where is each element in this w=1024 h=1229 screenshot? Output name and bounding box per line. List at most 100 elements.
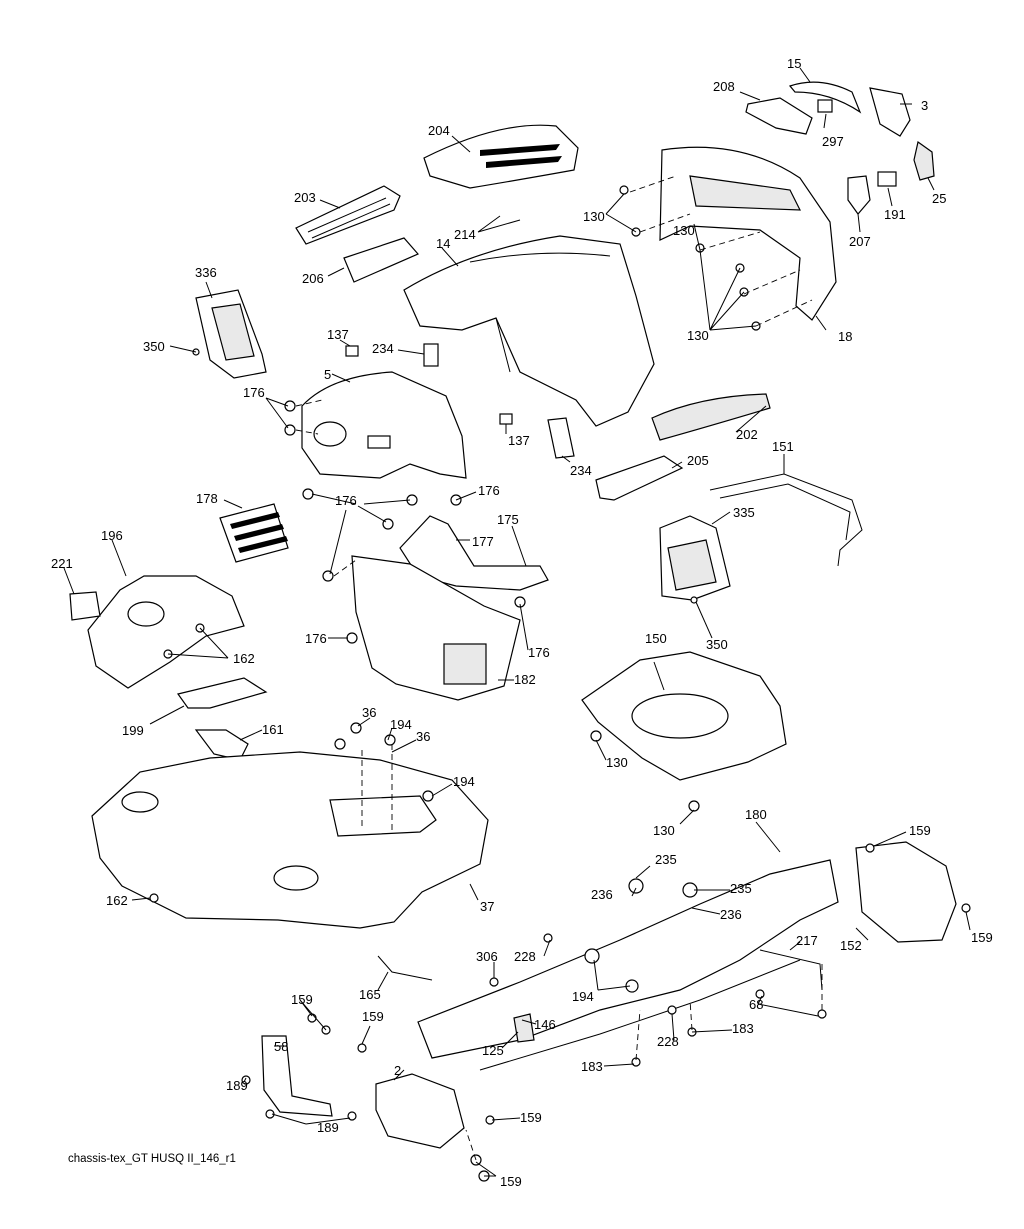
part-58-bracket <box>261 1035 333 1117</box>
part-5-gauge <box>313 421 347 447</box>
part-37-hole-left <box>121 791 159 813</box>
part-204-vents <box>480 144 562 168</box>
part-150-opening <box>631 693 729 739</box>
callout-161: 161 <box>262 722 284 737</box>
callout-36-b: 36 <box>416 729 431 744</box>
callout-25: 25 <box>932 191 947 206</box>
callout-146: 146 <box>534 1017 556 1032</box>
part-217-rod <box>759 949 823 991</box>
part-204-hood-panel <box>423 124 579 189</box>
part-180-frame-rail <box>479 959 801 1071</box>
part-151-rod-b <box>719 483 851 541</box>
part-37-seat-opening <box>329 795 437 837</box>
callout-204: 204 <box>428 123 450 138</box>
callout-176-c: 176 <box>335 493 357 508</box>
callout-203: 203 <box>294 190 316 205</box>
part-165-rod <box>377 955 433 981</box>
callout-36-a: 36 <box>362 705 377 720</box>
part-125-block <box>513 1013 535 1043</box>
callout-196: 196 <box>101 528 123 543</box>
callout-235-b: 235 <box>730 881 752 896</box>
callout-236-a: 236 <box>591 887 613 902</box>
callout-194-b: 194 <box>453 774 475 789</box>
part-178-slots <box>230 512 288 553</box>
callout-194-c: 194 <box>572 989 594 1004</box>
callout-125: 125 <box>482 1043 504 1058</box>
callout-199: 199 <box>122 723 144 738</box>
part-14-contours <box>469 252 611 373</box>
part-2-bracket <box>375 1073 465 1149</box>
callout-159-f: 159 <box>500 1174 522 1189</box>
part-335-mesh <box>667 539 717 591</box>
callout-336: 336 <box>195 265 217 280</box>
callout-130-e: 130 <box>653 823 675 838</box>
callout-228-a: 228 <box>514 949 536 964</box>
callout-191: 191 <box>884 207 906 222</box>
part-18-mesh <box>689 175 801 211</box>
callout-176-b: 176 <box>478 483 500 498</box>
callout-159-b: 159 <box>971 930 993 945</box>
callout-162-b: 162 <box>106 893 128 908</box>
callout-217: 217 <box>796 933 818 948</box>
part-221-decal <box>69 591 101 621</box>
assembly-lines <box>295 175 823 1161</box>
callout-350-b: 350 <box>706 637 728 652</box>
callout-180: 180 <box>745 807 767 822</box>
callout-151: 151 <box>772 439 794 454</box>
callout-159-c: 159 <box>291 992 313 1007</box>
diagram-caption: chassis-tex_GT HUSQ II_146_r1 <box>68 1153 236 1165</box>
callout-335: 335 <box>733 505 755 520</box>
part-196-console <box>87 575 245 689</box>
callout-162-a: 162 <box>233 651 255 666</box>
callout-234-a: 234 <box>372 341 394 356</box>
callout-130-b: 130 <box>673 223 695 238</box>
callout-214: 214 <box>454 227 476 242</box>
part-336-mesh <box>211 303 255 361</box>
callout-189-a: 189 <box>226 1078 248 1093</box>
callout-182: 182 <box>514 672 536 687</box>
part-208-bracket <box>745 97 813 135</box>
part-203-slots <box>307 197 391 239</box>
callout-221: 221 <box>51 556 73 571</box>
callout-235-a: 235 <box>655 852 677 867</box>
part-202-front-grille <box>651 393 771 441</box>
part-234-tab-b <box>547 417 575 459</box>
part-14-hood <box>403 235 655 427</box>
callout-228-b: 228 <box>657 1034 679 1049</box>
callout-183-a: 183 <box>732 1021 754 1036</box>
part-15-trim <box>788 81 862 114</box>
callout-15: 15 <box>787 56 802 71</box>
part-137-clip-a <box>345 345 359 357</box>
fasteners <box>149 185 971 1182</box>
part-37-fender <box>91 751 489 929</box>
part-206-cluster <box>343 237 419 283</box>
callout-208: 208 <box>713 79 735 94</box>
callout-5: 5 <box>324 367 332 382</box>
callout-176-d: 176 <box>305 631 327 646</box>
callout-207: 207 <box>849 234 871 249</box>
callout-159-d: 159 <box>362 1009 384 1024</box>
part-182-panel <box>443 643 487 685</box>
callout-306: 306 <box>476 949 498 964</box>
part-234-tab-a <box>423 343 439 367</box>
callout-189-b: 189 <box>317 1120 339 1135</box>
callout-176-a: 176 <box>243 385 265 400</box>
part-297-clip <box>817 99 833 113</box>
part-161-bracket <box>194 729 249 761</box>
callout-165: 165 <box>359 987 381 1002</box>
part-25-lens <box>913 140 935 181</box>
part-151-rod-a <box>709 473 863 567</box>
part-137-clip-b <box>499 413 513 425</box>
callout-183-b: 183 <box>581 1059 603 1074</box>
callout-297: 297 <box>822 134 844 149</box>
callout-37: 37 <box>480 899 495 914</box>
callout-350-a: 350 <box>143 339 165 354</box>
callout-137-b: 137 <box>508 433 530 448</box>
callout-205: 205 <box>687 453 709 468</box>
callout-176-e: 176 <box>528 645 550 660</box>
callout-130-d: 130 <box>606 755 628 770</box>
part-191-bulb <box>877 171 897 187</box>
callout-137-a: 137 <box>327 327 349 342</box>
